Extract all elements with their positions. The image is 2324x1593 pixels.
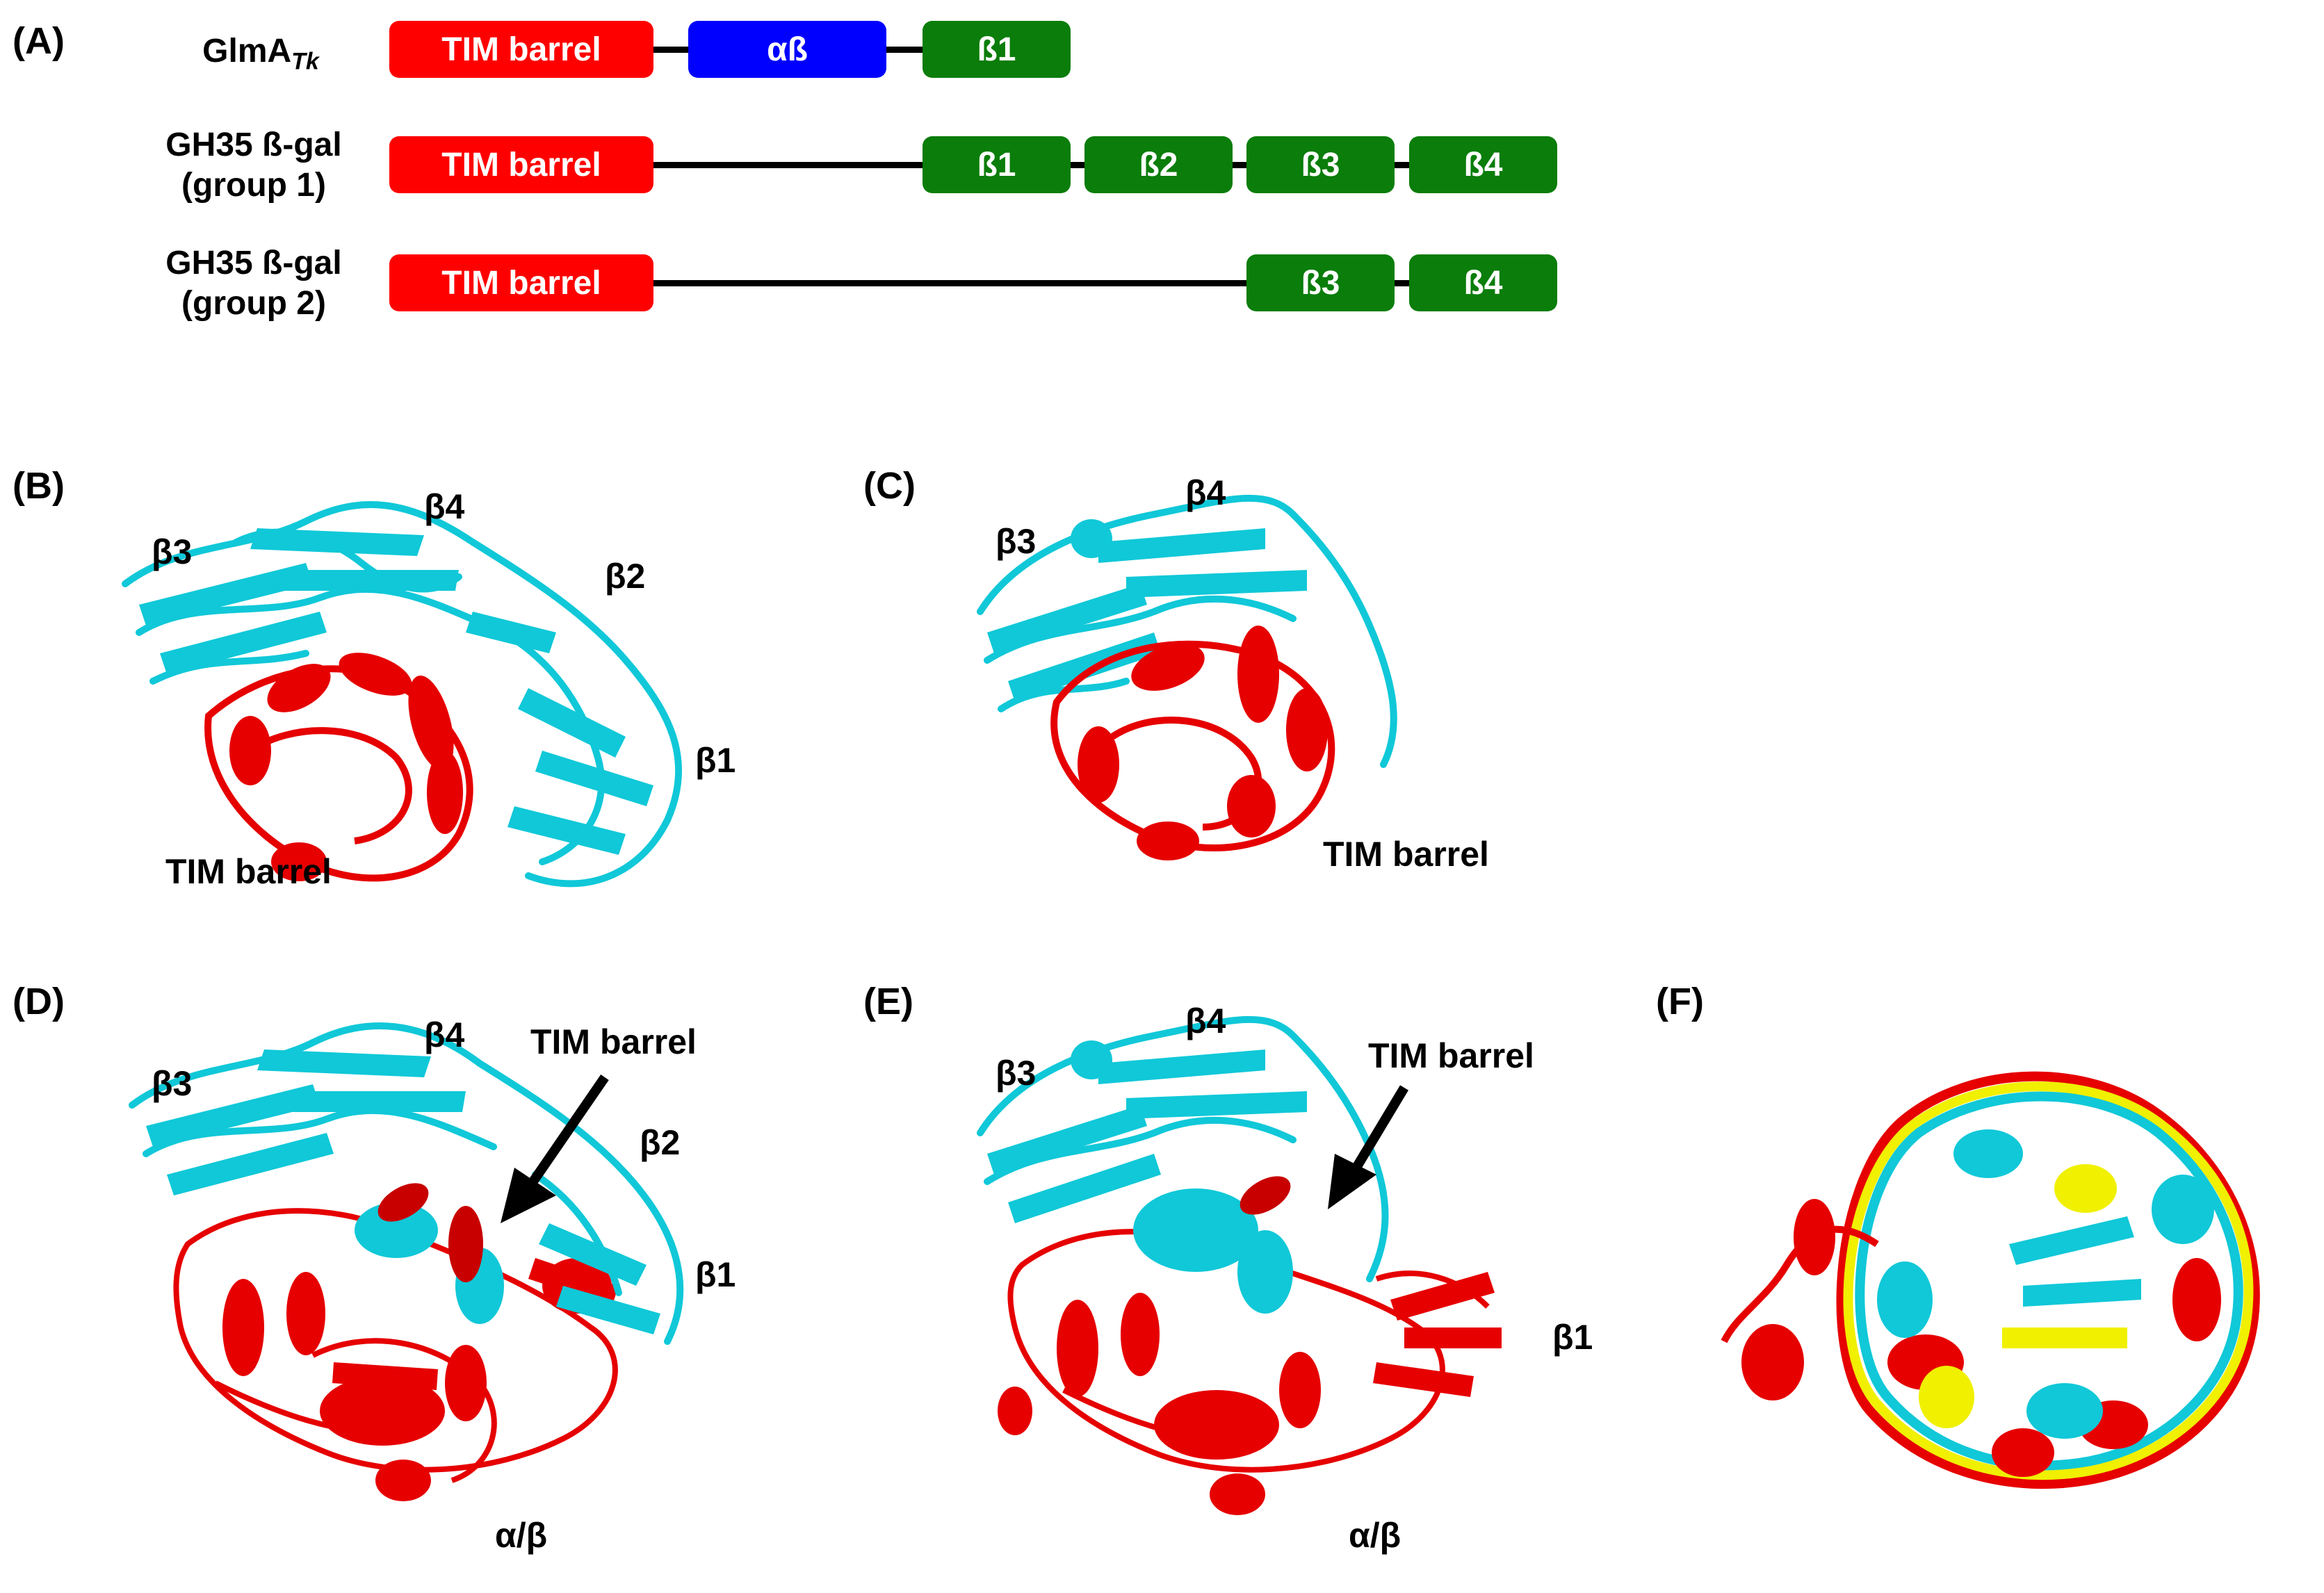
group1-beta3-domain: ß3 <box>1246 136 1395 193</box>
panel-b-structure <box>122 501 683 888</box>
panel-c-structure <box>977 494 1397 860</box>
group1-tim-barrel-domain: TIM barrel <box>389 136 653 193</box>
panel-b-beta3-label: β3 <box>152 532 193 571</box>
glma-name: GlmATk <box>202 33 319 75</box>
panel-b-tim-barrel-label: TIM barrel <box>165 852 332 891</box>
panel-d-tim-barrel-label: TIM barrel <box>530 1022 697 1061</box>
group2-linker <box>653 280 1557 286</box>
group2-beta3-domain: ß3 <box>1246 254 1395 311</box>
panel-d-beta4-label: β4 <box>424 1015 465 1054</box>
panel-b-beta1-label: β1 <box>695 741 736 780</box>
panel-c-beta4-label: β4 <box>1185 473 1226 512</box>
panel-a-label: (A) <box>13 20 65 62</box>
glma-tim-barrel-domain: TIM barrel <box>389 21 653 78</box>
panel-e-alpha-beta-label: α/β <box>1349 1516 1401 1555</box>
group2-beta4-domain: ß4 <box>1409 254 1557 311</box>
panel-f-label: (F) <box>1656 981 1704 1022</box>
group1-beta1-domain: ß1 <box>923 136 1071 193</box>
panel-d-arrow <box>501 1075 609 1223</box>
panel-b-beta2-label: β2 <box>605 557 646 596</box>
panel-d-beta2-label: β2 <box>640 1123 681 1162</box>
group1-name: GH35 ß-gal (group 1) <box>165 126 342 204</box>
panel-e-beta4-label: β4 <box>1185 1002 1226 1040</box>
panel-c-label: (C) <box>863 465 916 507</box>
panel-e-beta1-label: β1 <box>1552 1318 1593 1357</box>
group2-name: GH35 ß-gal (group 2) <box>165 245 342 322</box>
panel-b-beta4-label: β4 <box>424 487 465 526</box>
panel-e-structure <box>977 1015 1502 1515</box>
panel-f-structure <box>1721 1071 2260 1489</box>
group2-tim-barrel-domain: TIM barrel <box>389 254 653 311</box>
panel-e-beta3-label: β3 <box>996 1054 1037 1093</box>
group1-beta2-domain: ß2 <box>1084 136 1233 193</box>
panel-e-arrow <box>1328 1085 1409 1209</box>
panel-d-label: (D) <box>13 981 65 1022</box>
panel-d-structure <box>129 1022 684 1501</box>
panel-c-tim-barrel-label: TIM barrel <box>1323 835 1489 874</box>
glma-alpha-beta-domain: αß <box>688 21 886 78</box>
panel-e-tim-barrel-label: TIM barrel <box>1368 1036 1534 1075</box>
group1-beta4-domain: ß4 <box>1409 136 1557 193</box>
panel-b-label: (B) <box>13 465 65 507</box>
panel-e-label: (E) <box>863 981 913 1022</box>
panel-c-beta3-label: β3 <box>996 522 1037 561</box>
glma-beta1-domain: ß1 <box>923 21 1071 78</box>
panel-d-alpha-beta-label: α/β <box>495 1516 548 1555</box>
panel-d-beta1-label: β1 <box>695 1255 736 1294</box>
panel-d-beta3-label: β3 <box>152 1064 193 1103</box>
